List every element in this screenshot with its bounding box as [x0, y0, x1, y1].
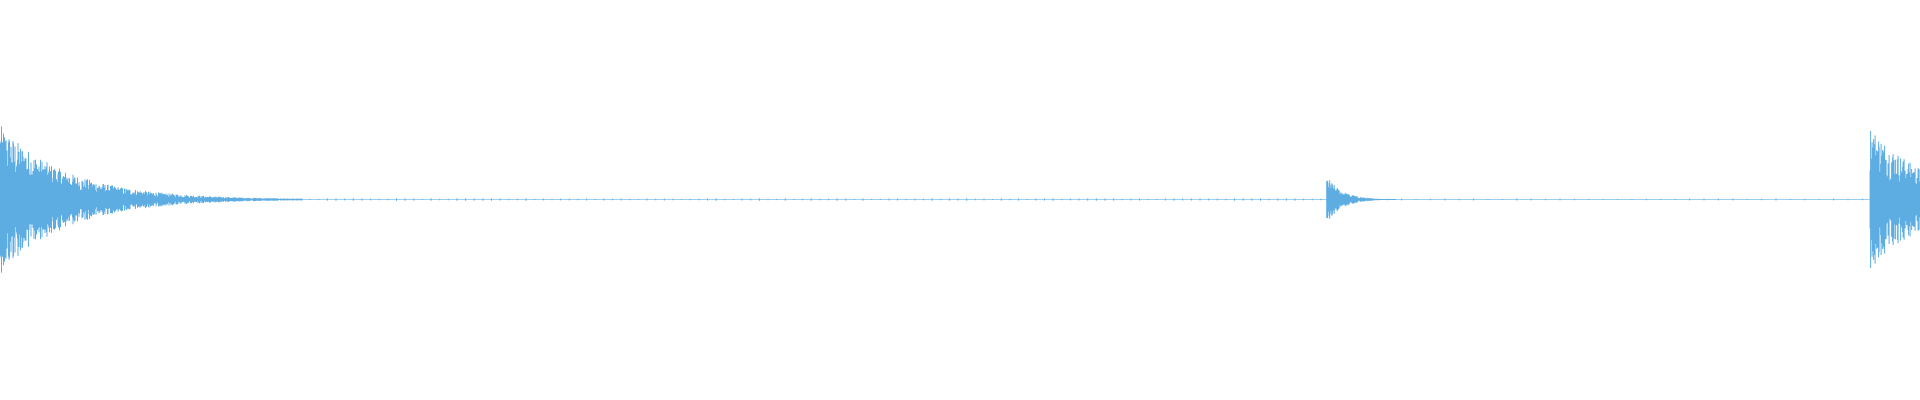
waveform-samples: [0, 126, 1920, 273]
waveform-path: [0, 126, 1920, 273]
